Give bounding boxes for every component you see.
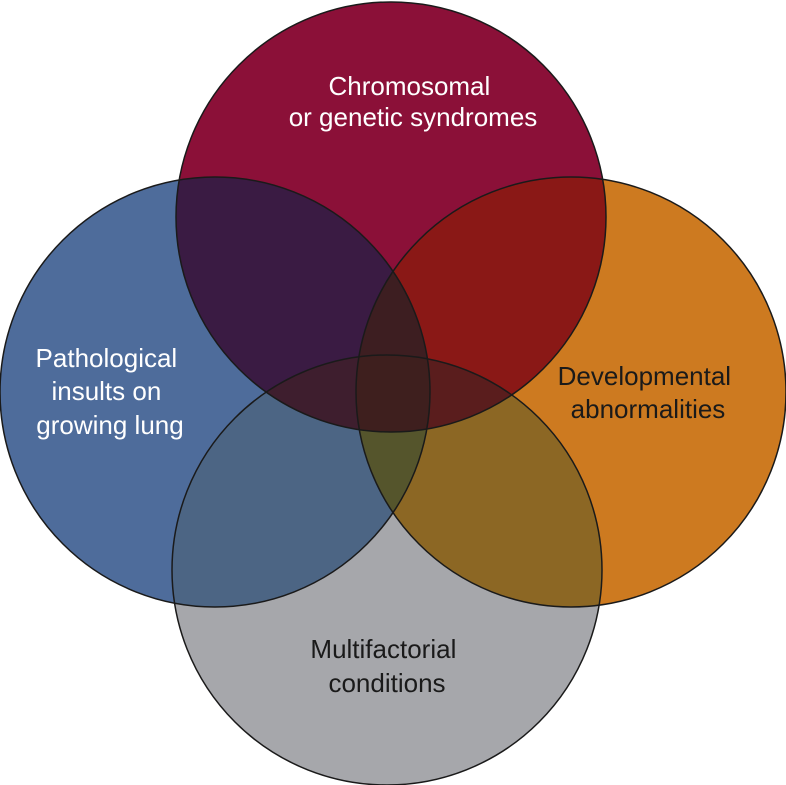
- label-genetic: Chromosomal or genetic syndromes: [289, 71, 538, 132]
- label-multifactorial: Multifactorial conditions: [310, 634, 463, 698]
- label-pathological: Pathological insults on growing lung: [36, 343, 185, 440]
- label-developmental: Developmental abnormalities: [558, 361, 739, 424]
